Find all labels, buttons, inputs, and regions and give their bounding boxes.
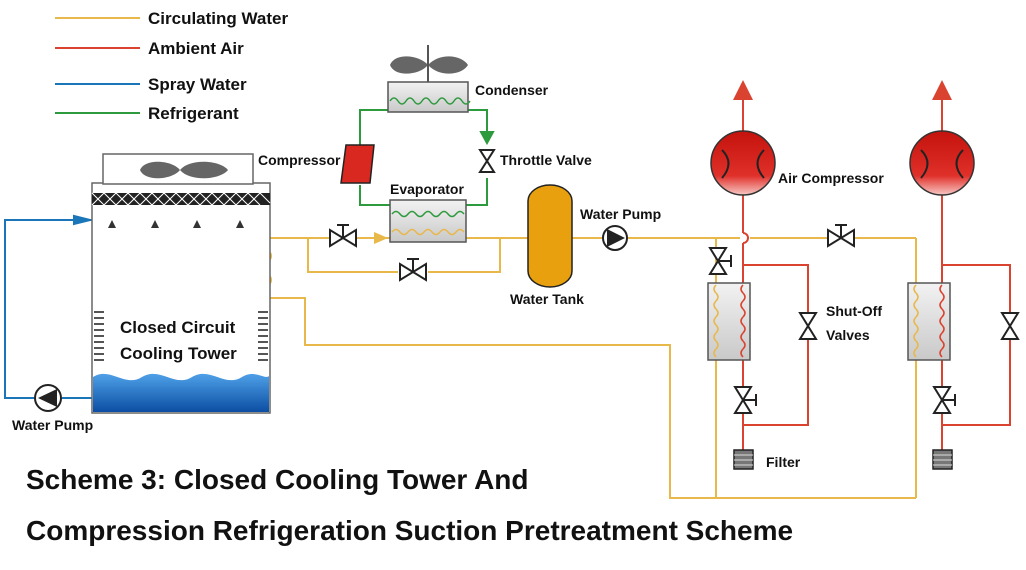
filter-label: Filter <box>766 454 801 470</box>
compressor-label: Compressor <box>258 152 341 168</box>
condenser-fan-blade-left <box>390 56 428 74</box>
shutoff-valve-icon <box>1000 312 1020 340</box>
spray-water-pump-icon <box>34 384 62 412</box>
spray-nozzles <box>108 220 244 228</box>
shutoff-valve-icon <box>708 247 732 275</box>
heat-exchanger <box>707 282 751 361</box>
fan-blade-left <box>140 161 180 179</box>
throttle-valve-label: Throttle Valve <box>500 152 592 168</box>
air-compressor-icon <box>710 130 776 196</box>
evaporator <box>389 199 467 243</box>
fan-blade-right <box>180 161 228 179</box>
spray-pump-label: Water Pump <box>12 417 93 433</box>
condenser-fan-blade-right <box>428 56 468 74</box>
legend-label: Circulating Water <box>148 9 288 28</box>
shutoff-label-line1: Shut-Off <box>826 303 882 319</box>
tower-label-line1: Closed Circuit <box>120 318 236 337</box>
water-pump-label: Water Pump <box>580 206 661 222</box>
air-compressor-label: Air Compressor <box>778 170 884 186</box>
condenser <box>387 45 471 113</box>
legend: Circulating Water Ambient Air Spray Wate… <box>55 9 288 123</box>
water-tank-label: Water Tank <box>510 291 584 307</box>
water-pump-icon <box>602 225 628 251</box>
legend-item-refrigerant: Refrigerant <box>55 104 239 123</box>
flow-arrow <box>374 232 388 244</box>
shutoff-valve-icon <box>932 386 956 414</box>
legend-item-ambient-air: Ambient Air <box>55 39 244 58</box>
legend-label: Spray Water <box>148 75 247 94</box>
evaporator-label: Evaporator <box>390 181 464 197</box>
valve-icon <box>827 224 855 248</box>
heat-exchanger <box>907 282 951 361</box>
throttle-valve-icon <box>478 149 496 173</box>
compressor-icon <box>340 144 375 184</box>
filter-icon <box>932 449 953 470</box>
louvers <box>94 311 268 361</box>
legend-item-spray-water: Spray Water <box>55 75 247 94</box>
water-tank <box>527 184 573 288</box>
tower-label-line2: Cooling Tower <box>120 344 237 363</box>
ambient-air-pipes <box>733 80 1011 450</box>
air-compressor-icon <box>909 130 975 196</box>
valve-icon <box>399 258 427 282</box>
filter-icon <box>733 449 754 470</box>
shutoff-valve-icon <box>798 312 818 340</box>
basin-water <box>93 373 269 412</box>
title-line2: Compression Refrigeration Suction Pretre… <box>26 515 794 546</box>
shutoff-label-line2: Valves <box>826 327 870 343</box>
legend-label: Refrigerant <box>148 104 239 123</box>
legend-item-circulating-water: Circulating Water <box>55 9 288 28</box>
refrigerant-pipes <box>359 109 495 206</box>
closed-circuit-cooling-tower: Closed Circuit Cooling Tower <box>91 153 271 414</box>
condenser-label: Condenser <box>475 82 549 98</box>
legend-label: Ambient Air <box>148 39 244 58</box>
valve-icon <box>329 224 357 248</box>
shutoff-valve-icon <box>733 386 757 414</box>
title-line1: Scheme 3: Closed Cooling Tower And <box>26 464 529 495</box>
